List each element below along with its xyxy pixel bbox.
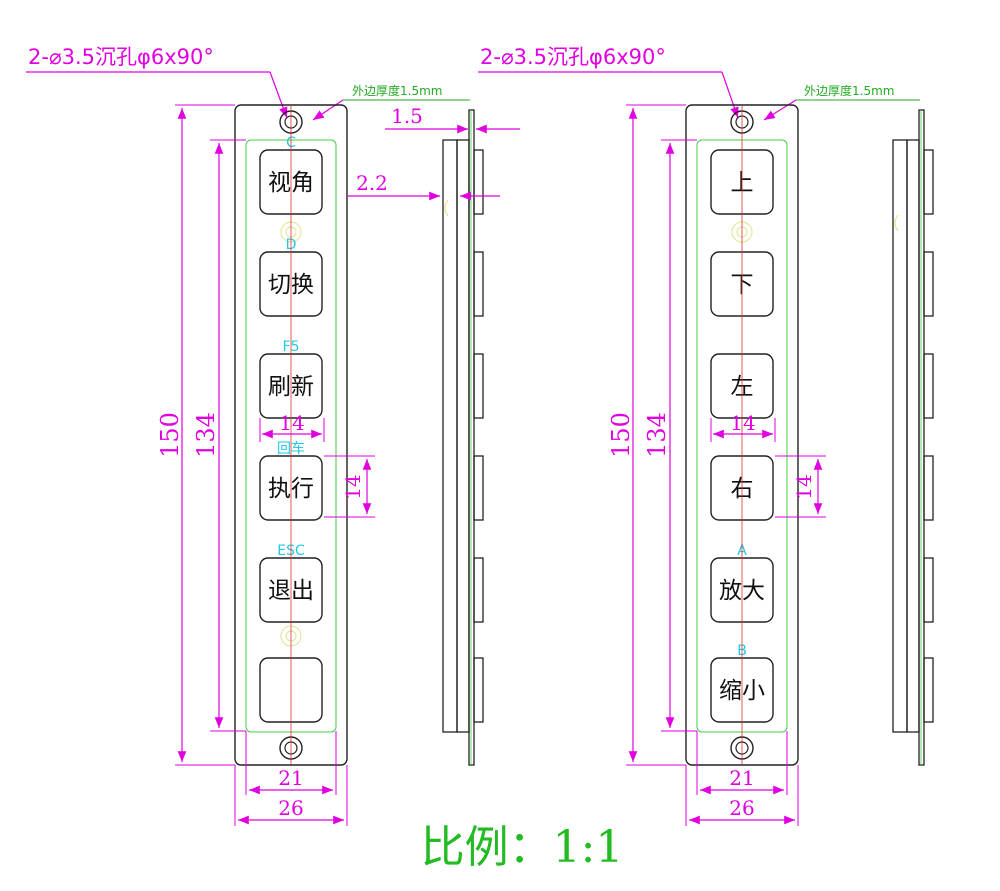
side-ghost-mark <box>444 199 449 217</box>
hole-callout: 2-⌀3.5沉孔φ6x90° <box>480 45 666 69</box>
dim-label-26: 26 <box>729 796 754 820</box>
dim-label-2.2: 2.2 <box>356 171 388 195</box>
dim-label-key-height: 14 <box>792 474 816 499</box>
hole-callout: 2-⌀3.5沉孔φ6x90° <box>28 45 214 69</box>
dim-label-key-height: 14 <box>341 474 365 499</box>
edge-callout-arrow <box>763 99 797 121</box>
scale-label: 比例：1:1 <box>421 822 624 873</box>
edge-callout: 外边厚度1.5mm <box>352 83 442 98</box>
dim-label-150: 150 <box>156 412 184 458</box>
side-view <box>892 109 934 766</box>
dim-label-1.5: 1.5 <box>391 104 423 128</box>
hole-callout-arrow <box>721 71 739 119</box>
dim-label-134: 134 <box>192 412 220 458</box>
edge-callout-arrow <box>312 99 344 121</box>
hole-callout-arrow <box>269 71 288 119</box>
dim-label-key-width: 14 <box>279 411 304 435</box>
dim-label-21: 21 <box>278 766 303 790</box>
side-view <box>442 109 484 766</box>
dim-label-26: 26 <box>278 796 303 820</box>
dim-label-134: 134 <box>643 412 671 458</box>
edge-callout: 外边厚度1.5mm <box>804 83 894 98</box>
dim-label-150: 150 <box>607 412 635 458</box>
left-panel: 2-⌀3.5沉孔φ6x90° 外边厚度1.5mm 视角C切换D刷新F5执行回车退… <box>26 45 520 826</box>
dim-label-key-width: 14 <box>730 411 755 435</box>
dim-label-21: 21 <box>729 766 754 790</box>
side-ghost-mark <box>894 214 899 232</box>
